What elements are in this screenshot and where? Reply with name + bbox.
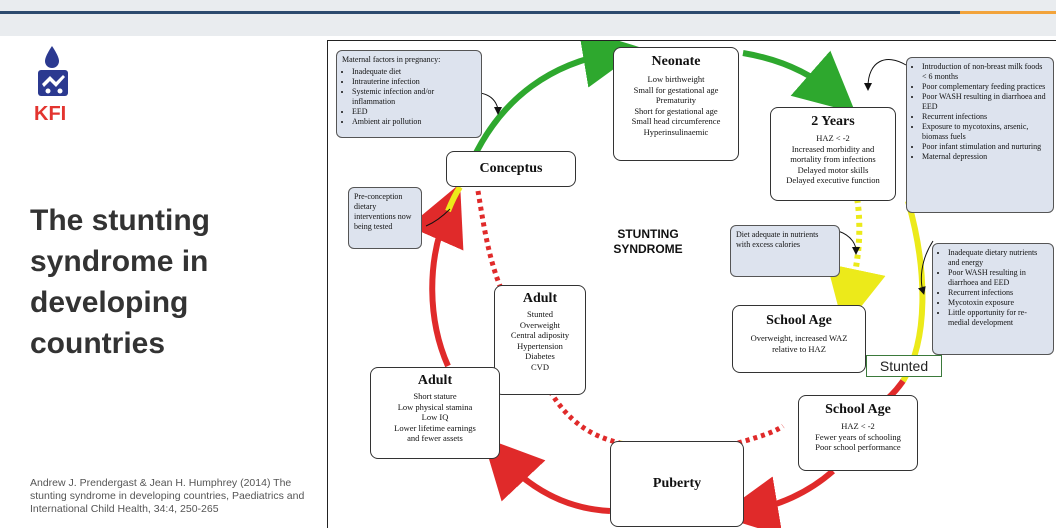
stunting-syndrome-label: STUNTING SYNDROME — [613, 227, 683, 256]
note-infant-item: Recurrent infections — [922, 112, 1048, 122]
stage-2-years-line: mortality from infections — [790, 154, 876, 164]
stunting-cycle-diagram: Maternal factors in pregnancy: Inadequat… — [327, 40, 1056, 528]
note-maternal-item: Intrauterine infection — [352, 77, 476, 87]
kfi-logo-icon: KFI — [34, 46, 68, 125]
note-school-item: Poor WASH resulting in diarrhoea and EED — [948, 268, 1048, 288]
arrow-schoolage-to-puberty — [718, 468, 835, 528]
stage-neonate-line: Hyperinsulinaemic — [643, 126, 709, 137]
stage-adult-outer-title: Adult — [417, 373, 453, 388]
stage-2-years: 2 Years HAZ < -2 Increased morbidity and… — [770, 107, 896, 201]
stage-adult-outer-line: Low physical stamina — [397, 401, 473, 412]
note-infant-item: Exposure to mycotoxins, arsenic, biomass… — [922, 122, 1048, 142]
arrow-conceptus-to-inner-adult — [475, 190, 503, 287]
note-infant-item: Poor complementary feeding practices — [922, 82, 1048, 92]
note-infant-item: Introduction of non-breast milk foods < … — [922, 62, 1048, 82]
note-maternal-item: EED — [352, 107, 476, 117]
note-maternal-item: Inadequate diet — [352, 67, 476, 77]
stage-school-age-1: School Age Overweight, increased WAZ rel… — [732, 305, 866, 373]
logo-text: KFI — [34, 103, 66, 125]
connector-diet — [837, 230, 860, 255]
arrow-neonate-to-2years — [742, 50, 856, 113]
stage-school-age-2-title: School Age — [825, 402, 891, 417]
connector-maternal — [479, 92, 502, 115]
stage-neonate-line: Short for gestational age — [634, 105, 718, 116]
stage-2-years-line: Delayed executive function — [786, 175, 880, 185]
stage-adult-outer-line: Lower lifetime earnings — [394, 422, 476, 433]
note-school-item: Little opportunity for re-medial develop… — [948, 308, 1048, 328]
arrow-2years-to-schoolage — [826, 190, 886, 329]
stage-neonate-line: Small head circumference — [631, 116, 721, 126]
stage-2-years-line: HAZ < -2 — [816, 133, 850, 143]
note-school-item: Mycotoxin exposure — [948, 298, 1048, 308]
arrow-puberty-to-adult — [482, 437, 611, 514]
note-infant-factors: Introduction of non-breast milk foods < … — [906, 57, 1054, 213]
arrow-conceptus-to-neonate — [470, 41, 643, 161]
stage-neonate: Neonate Low birthweight Small for gestat… — [613, 47, 739, 161]
slide-top-bar — [0, 0, 1056, 36]
stage-2-years-line: Delayed motor skills — [797, 164, 869, 175]
kfi-logo: KFI — [30, 40, 88, 126]
citation-text: Andrew J. Prendergast & Jean H. Humphrey… — [30, 477, 305, 515]
note-maternal-item: Systemic infection and/or inflammation — [352, 87, 476, 107]
arrow-adult-to-conceptus — [408, 183, 464, 368]
stage-school-age-1-title: School Age — [766, 313, 832, 328]
stage-adult-inner-line: Diabetes — [525, 351, 555, 361]
stage-adult-inner: Adult Stunted Overweight Central adiposi… — [494, 285, 586, 395]
note-diet-text: Diet adequate in nutrients with excess c… — [736, 230, 819, 249]
note-preconception: Pre-conception dietary interventions now… — [348, 187, 422, 249]
connector-preconception — [425, 208, 451, 227]
connector-school — [918, 240, 934, 295]
note-maternal-item: Ambient air pollution — [352, 117, 476, 127]
stage-school-age-2-line: HAZ < -2 — [841, 421, 875, 431]
stage-adult-inner-line: Stunted — [527, 309, 553, 319]
stage-adult-outer-line: Short stature — [413, 391, 457, 401]
stunted-tag: Stunted — [866, 355, 942, 377]
stage-neonate-line: Small for gestational age — [633, 84, 719, 95]
note-diet-adequate: Diet adequate in nutrients with excess c… — [730, 225, 840, 277]
stage-school-age-2: School Age HAZ < -2 Fewer years of schoo… — [798, 395, 918, 471]
stage-school-age-2-line: Poor school performance — [815, 442, 901, 452]
note-infant-item: Poor WASH resulting in diarrhoea and EED — [922, 92, 1048, 112]
stage-adult-inner-line: Hypertension — [517, 340, 563, 351]
note-maternal-factors: Maternal factors in pregnancy: Inadequat… — [336, 50, 482, 138]
top-rule-orange — [960, 11, 1056, 14]
stage-school-age-1-line: Overweight, increased WAZ — [750, 333, 848, 343]
note-preconception-text: Pre-conception dietary interventions now… — [354, 192, 412, 231]
stage-adult-outer-line: Low IQ — [421, 412, 449, 422]
stage-conceptus: Conceptus — [446, 151, 576, 187]
stage-adult-inner-line: Overweight — [519, 319, 561, 330]
arrow-2years-to-schoolage-right — [900, 200, 926, 383]
slide-title: The stunting syndrome in developing coun… — [30, 204, 210, 360]
stage-adult-outer-line: and fewer assets — [407, 433, 463, 443]
cycle-arrows — [408, 41, 934, 528]
note-infant-item: Poor infant stimulation and nurturing — [922, 142, 1048, 152]
top-rule-blue — [0, 11, 960, 14]
stage-2-years-title: 2 Years — [811, 114, 855, 129]
note-school-factors: Inadequate dietary nutrients and energy … — [932, 243, 1054, 355]
stage-school-age-1-line: relative to HAZ — [772, 343, 826, 354]
stage-adult-inner-line: Central adiposity — [510, 330, 570, 340]
stage-neonate-line: Low birthweight — [647, 74, 705, 84]
stage-adult-inner-line: CVD — [531, 361, 549, 372]
note-school-item: Inadequate dietary nutrients and energy — [948, 248, 1048, 268]
stage-puberty-title: Puberty — [652, 476, 702, 491]
stage-conceptus-title: Conceptus — [479, 161, 543, 176]
stage-adult-inner-title: Adult — [522, 291, 558, 306]
note-maternal-heading: Maternal factors in pregnancy: — [342, 55, 441, 64]
stage-neonate-line: Prematurity — [655, 95, 697, 105]
note-school-item: Recurrent infections — [948, 288, 1048, 298]
stage-puberty: Puberty — [610, 441, 744, 527]
stage-school-age-2-line: Fewer years of schooling — [815, 431, 901, 442]
note-infant-item: Maternal depression — [922, 152, 1048, 162]
stage-adult-outer: Adult Short stature Low physical stamina… — [370, 367, 500, 459]
stage-neonate-title: Neonate — [651, 54, 701, 69]
arrow-inner-adult-to-puberty — [547, 389, 621, 446]
connector-infant — [864, 59, 907, 91]
stage-2-years-line: Increased morbidity and — [791, 143, 875, 154]
